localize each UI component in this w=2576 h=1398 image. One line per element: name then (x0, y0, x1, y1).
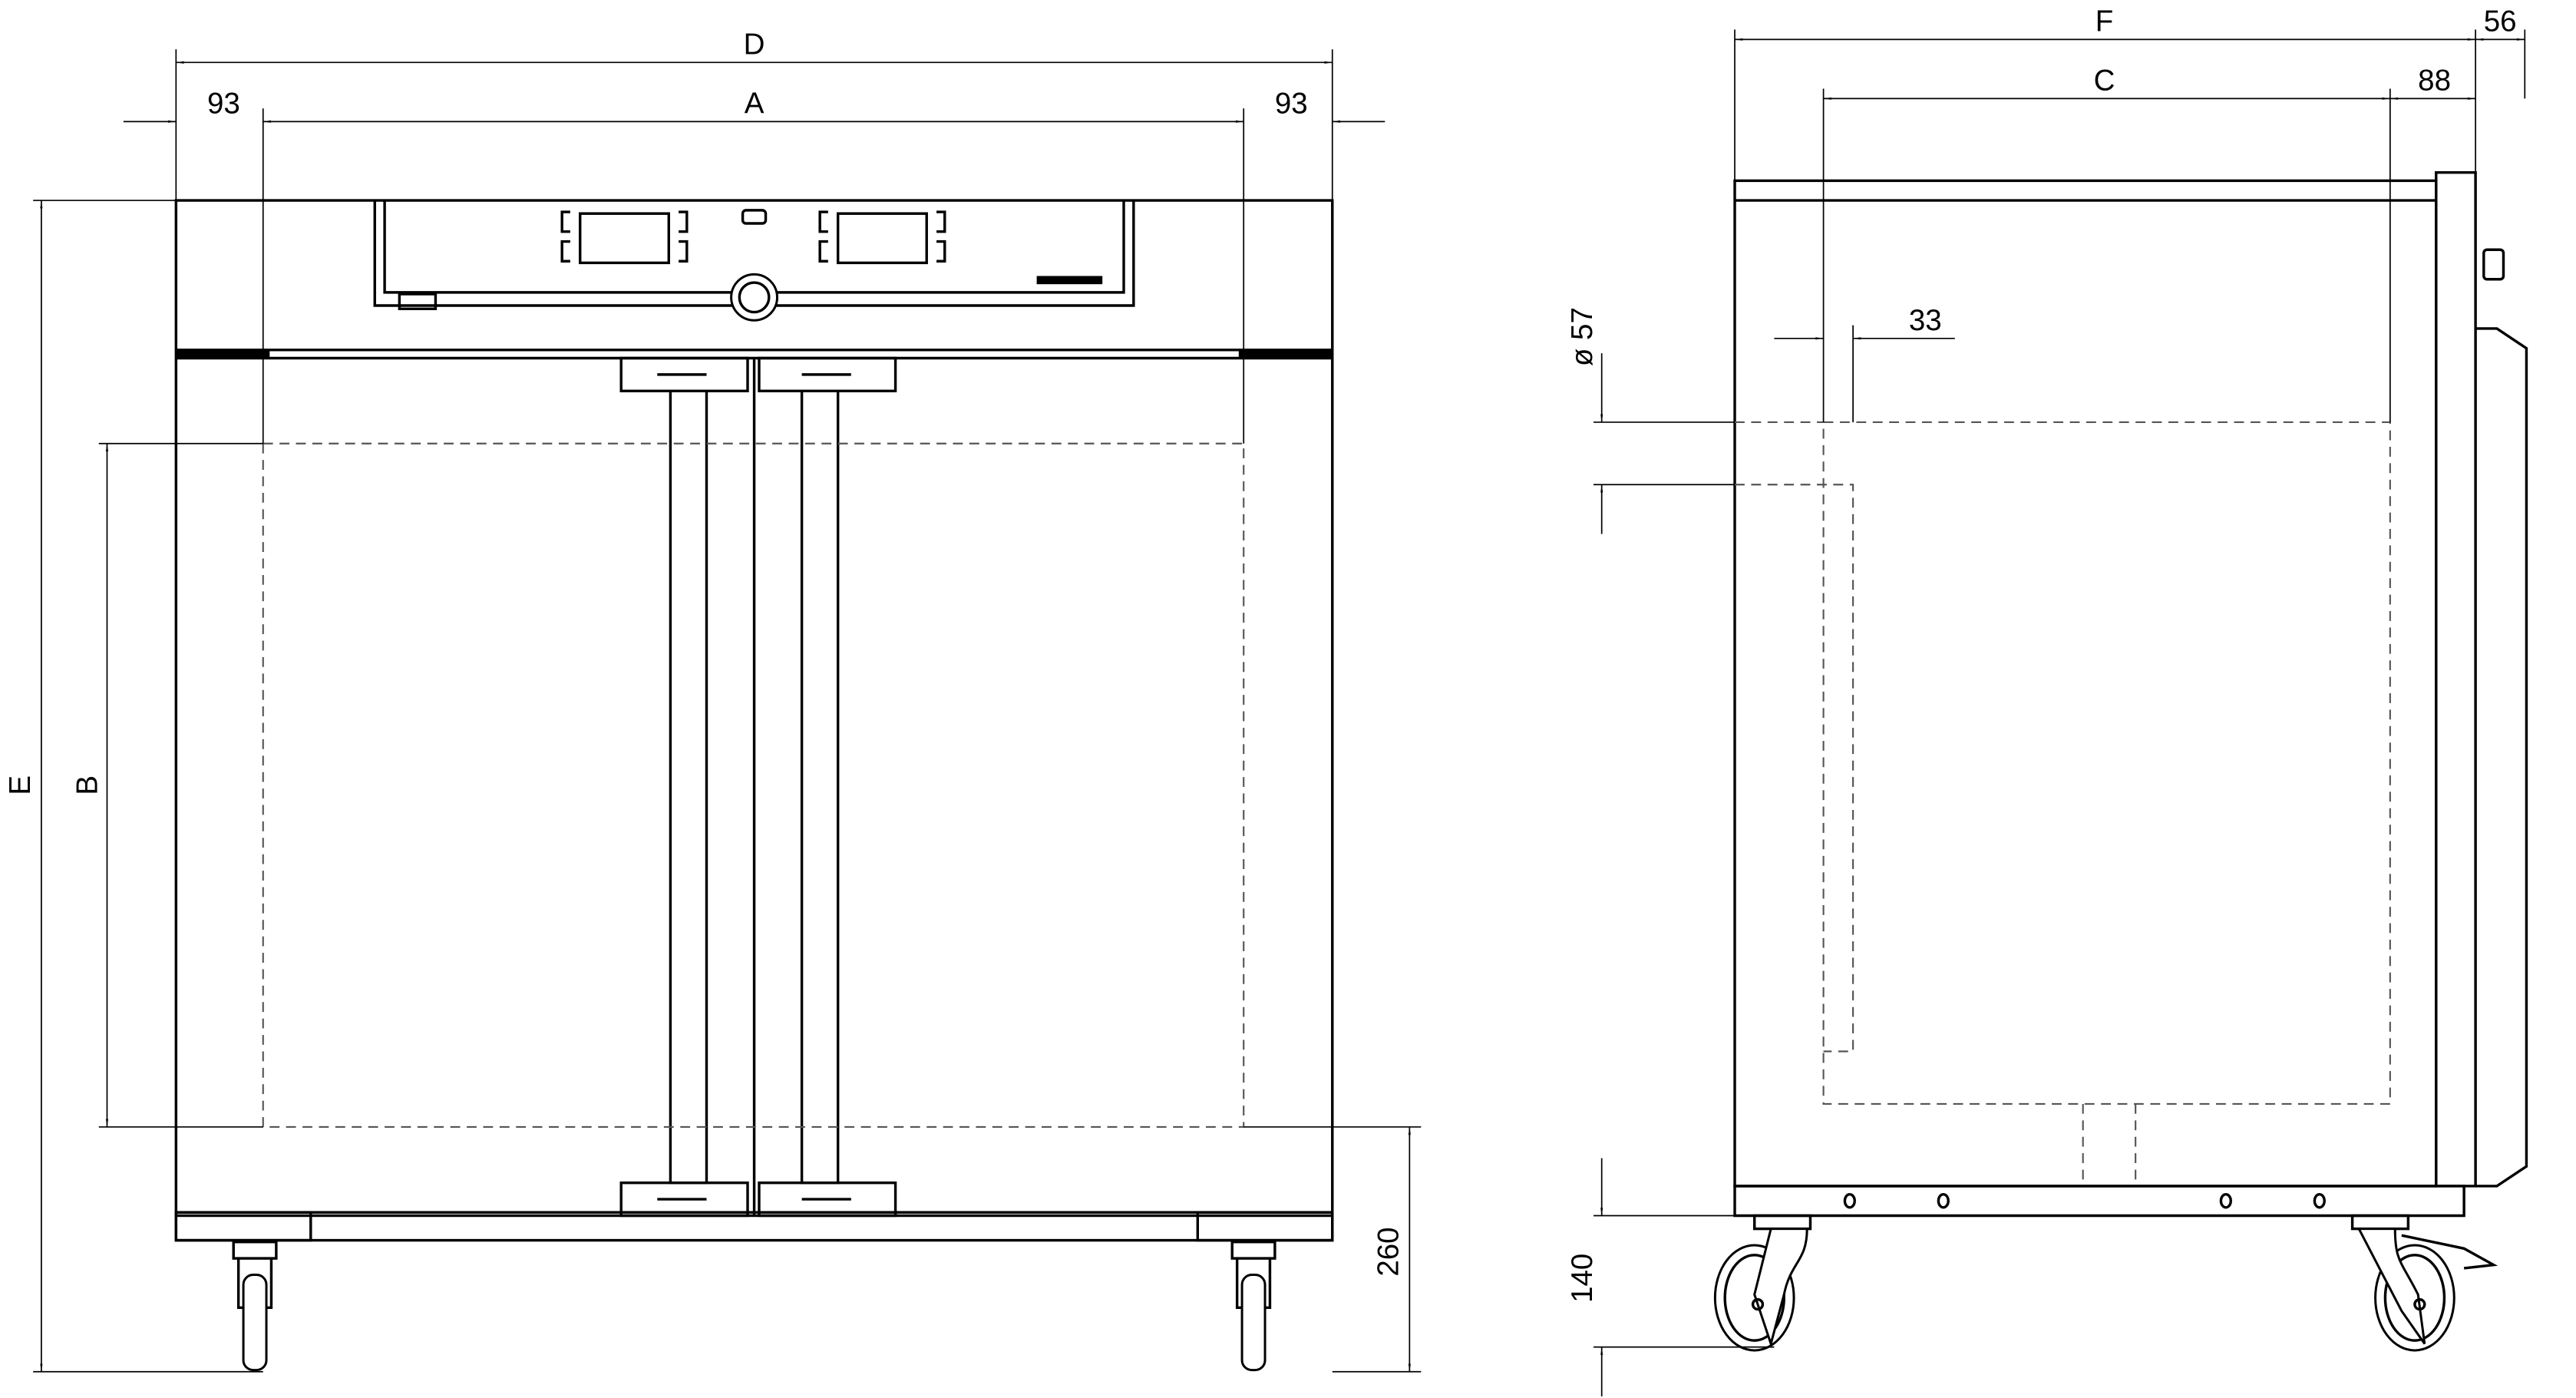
side-interior-outline (1822, 421, 2391, 1106)
left-display (579, 212, 670, 265)
door-handle-side (2475, 327, 2528, 1188)
dim-56: 56 (2484, 5, 2517, 38)
dim-88: 88 (2418, 64, 2451, 97)
side-dimensions: F 56 C 88 33 ø 57 140 (1566, 5, 2526, 1396)
dim-140: 140 (1566, 1254, 1599, 1303)
control-panel (373, 200, 1135, 322)
side-knob (2482, 248, 2505, 281)
dim-E: E (4, 775, 37, 795)
dim-right-93: 93 (1275, 88, 1308, 121)
side-caster-right-brake (2350, 1214, 2498, 1352)
left-door-handle (619, 356, 749, 1218)
dim-33: 33 (1909, 304, 1942, 337)
port-icon (398, 292, 438, 311)
brand-logo (1036, 276, 1103, 285)
rail-holes (1843, 1192, 2326, 1209)
right-door-handle (758, 356, 897, 1218)
interior-outline (262, 442, 1245, 1128)
side-body (1733, 179, 2438, 1188)
front-caster-left (232, 1241, 278, 1372)
center-indicator-icon (741, 209, 768, 225)
dim-260: 260 (1372, 1227, 1405, 1276)
front-caster-right (1230, 1241, 1276, 1372)
dim-A: A (745, 88, 765, 121)
front-view: D 93 A 93 E B 260 (4, 28, 1422, 1373)
dim-D: D (744, 28, 765, 61)
right-display (836, 212, 928, 265)
side-view: F 56 C 88 33 ø 57 140 (1566, 5, 2528, 1396)
dim-left-93: 93 (207, 88, 240, 121)
door-profile (2435, 170, 2477, 1188)
dim-dia-57: ø 57 (1566, 307, 1599, 366)
dim-C: C (2094, 64, 2115, 97)
side-base-rail (1733, 1185, 2465, 1218)
control-knob (730, 273, 779, 322)
side-caster-left (1713, 1214, 1812, 1352)
dim-F: F (2095, 5, 2114, 38)
dim-B: B (71, 775, 104, 795)
front-dimensions: D 93 A 93 E B 260 (4, 28, 1422, 1373)
